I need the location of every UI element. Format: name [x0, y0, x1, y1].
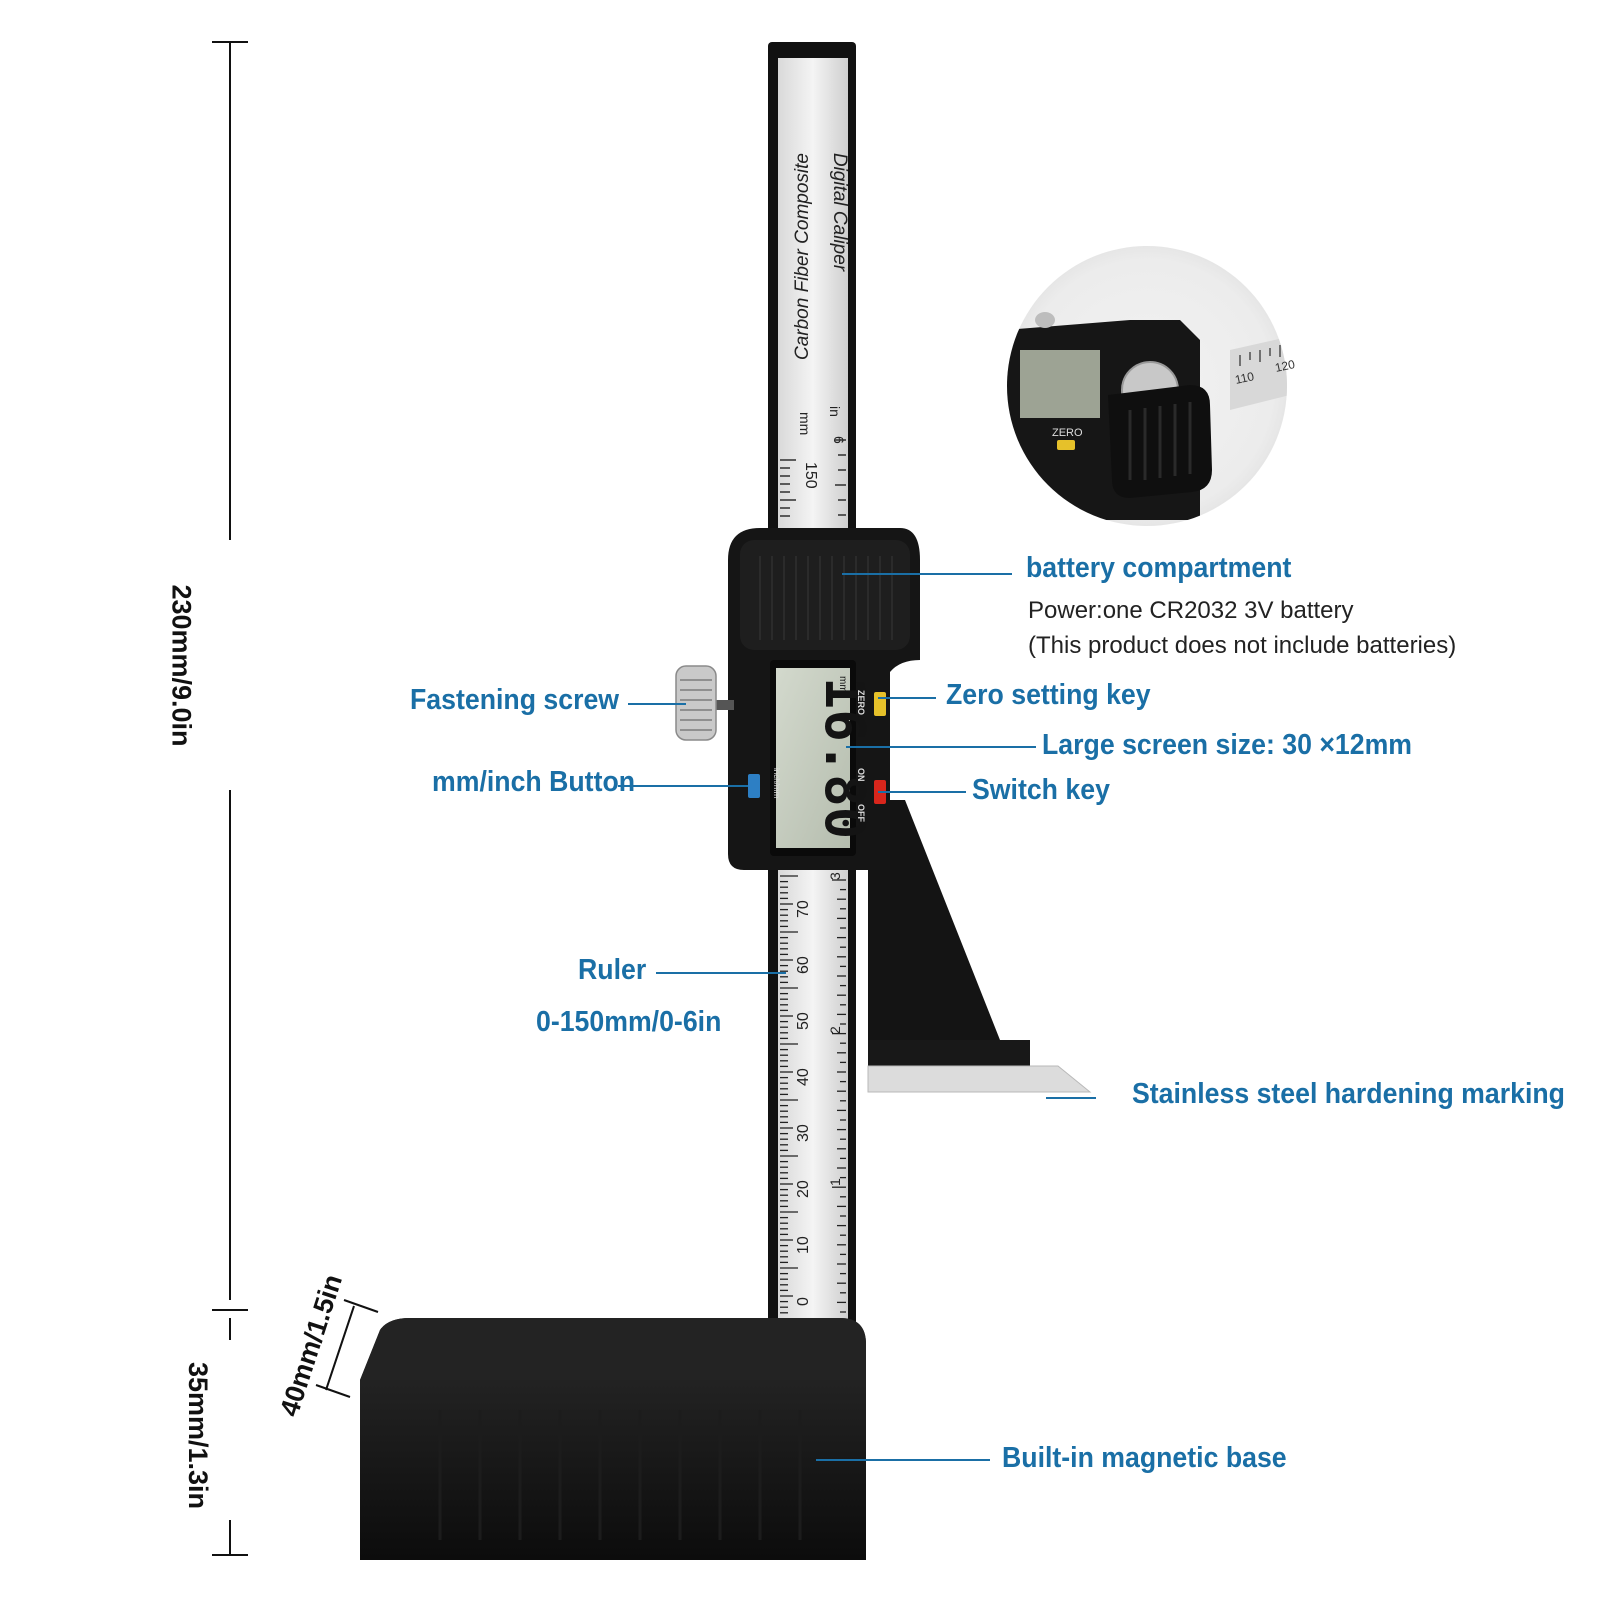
on-key-label: ON	[856, 768, 866, 782]
beam-unit-in: in	[827, 406, 843, 417]
lower-ticks	[780, 875, 846, 1314]
mm-inch-button-label: mm/inch Button	[432, 766, 636, 798]
inset-zero-button	[1057, 440, 1075, 450]
ruler-mark-60: 60	[795, 956, 812, 974]
magnetic-base	[360, 1318, 866, 1560]
zero-setting-button[interactable]	[874, 692, 886, 716]
ruler-number-labels: 70 60 50 40 30 20 10 0 3 2 1	[795, 872, 843, 1306]
battery-cover	[740, 540, 910, 650]
ruler-mark-150: 150	[802, 462, 819, 489]
battery-note-text: (This product does not include batteries…	[1028, 632, 1457, 659]
beam-unit-mm: mm	[797, 412, 813, 435]
lcd-screen	[776, 668, 850, 848]
fastening-screw-label: Fastening screw	[410, 684, 620, 716]
lcd-reading: 16.80	[813, 677, 876, 840]
ruler-mark-10: 10	[795, 1236, 812, 1254]
inch-mark-2: 2	[827, 1026, 843, 1034]
ruler-mark-50: 50	[795, 1012, 812, 1030]
inset-zero-label: ZERO	[1052, 427, 1083, 439]
callout-leaders	[618, 573, 1096, 1461]
ruler-mark-40: 40	[795, 1068, 812, 1086]
off-key-label: OFF	[856, 804, 866, 822]
battery-cover-texture	[759, 556, 893, 640]
inch-mark-3: 3	[827, 872, 843, 880]
inch-mm-key-label: inch/mm	[772, 768, 781, 799]
switch-key-label: Switch key	[972, 774, 1110, 806]
base-height-label: 35mm/1.3in	[183, 1361, 214, 1510]
ruler-mark-0: 0	[795, 1297, 812, 1306]
slider-body	[728, 528, 1092, 1093]
inset-scale-120: 120	[1274, 357, 1297, 375]
fastening-screw[interactable]	[675, 665, 734, 741]
battery-power-text: Power:one CR2032 3V battery	[1028, 597, 1354, 624]
beam-text-line1: Carbon Fiber Composite	[792, 153, 813, 360]
battery-compartment-title: battery compartment	[1026, 552, 1292, 584]
total-height-label: 230mm/9.0in	[166, 584, 197, 747]
battery-inset	[1007, 246, 1287, 526]
stainless-tip	[867, 1065, 1092, 1093]
inch-mark-1: 1	[827, 1178, 843, 1186]
inset-scale-110: 110	[1234, 369, 1256, 387]
ruler-mark-30: 30	[795, 1124, 812, 1142]
beam-text-line2: Digital Caliper	[829, 153, 850, 272]
base-depth-dimension-line	[315, 1299, 379, 1398]
ruler-mark-70: 70	[795, 900, 812, 918]
ruler-mark-20: 20	[795, 1180, 812, 1198]
screen-size-label: Large screen size: 30 ×12mm	[1042, 729, 1413, 761]
zero-key-label: ZERO	[856, 690, 866, 715]
height-dimension-line	[212, 41, 248, 1556]
inch-mark-6: 6	[831, 436, 847, 444]
upper-ticks	[780, 439, 846, 517]
ruler-label: Ruler	[578, 954, 647, 986]
zero-setting-key-label: Zero setting key	[946, 679, 1151, 711]
mm-inch-button[interactable]	[748, 774, 760, 798]
lcd-unit: mm	[837, 676, 848, 693]
stainless-marking-label: Stainless steel hardening marking	[1132, 1078, 1565, 1110]
magnetic-base-label: Built-in magnetic base	[1002, 1442, 1287, 1474]
ruler-range-label: 0-150mm/0-6in	[536, 1006, 722, 1038]
